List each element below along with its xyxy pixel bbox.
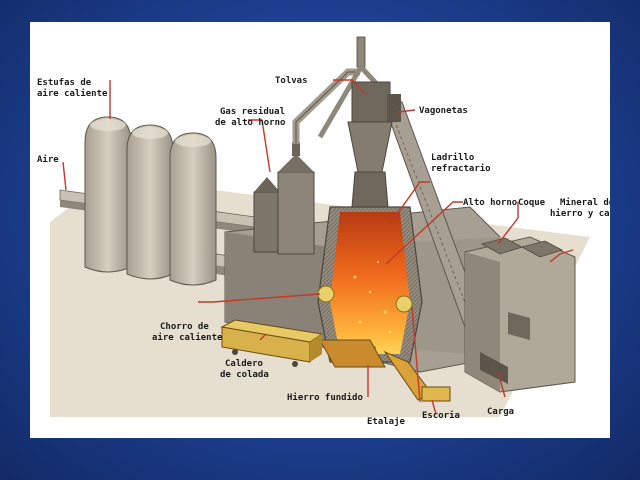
tapping-channels [319, 339, 451, 402]
label-hierro-fundido: Hierro fundido [287, 392, 363, 403]
label-aire: Aire [37, 154, 59, 165]
stove-1 [84, 116, 132, 273]
blast-furnace [317, 206, 423, 363]
label-alto-horno: Alto horno [463, 198, 517, 208]
label-etalaje: Etalaje [367, 416, 406, 427]
leader-lines [62, 79, 574, 415]
stove-2 [126, 124, 174, 280]
molten-interior [330, 212, 410, 354]
label-tolvas: Tolvas [275, 76, 308, 86]
label-escoria: Escoria [422, 410, 460, 421]
material-bins [464, 236, 576, 393]
label-coque: Coque [518, 198, 546, 208]
label-carga: Carga [487, 407, 514, 417]
hoppers [347, 121, 393, 208]
hot-blast-tuyeres [317, 285, 413, 313]
ladle-cars [220, 319, 324, 367]
stove-3 [169, 132, 217, 286]
gas-cleaning-towers [253, 142, 315, 255]
hot-air-stoves [84, 116, 217, 286]
label-vagonetas: Vagonetas [419, 106, 468, 116]
